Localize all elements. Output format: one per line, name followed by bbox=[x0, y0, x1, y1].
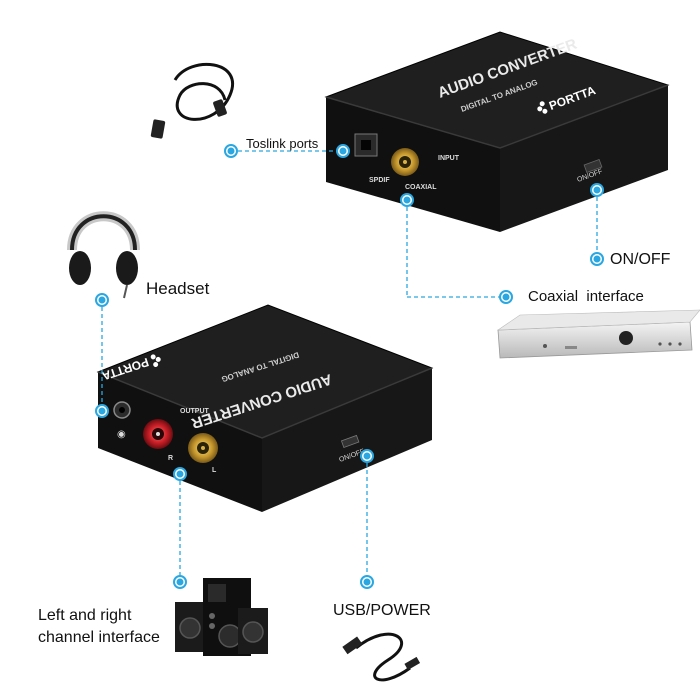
label-input: INPUT bbox=[438, 155, 460, 162]
amplifier-icon bbox=[496, 309, 700, 359]
callout-on-off: ON/OFF bbox=[610, 251, 671, 268]
power-switch bbox=[583, 158, 603, 174]
usb-port bbox=[340, 434, 360, 449]
label-l: L bbox=[212, 467, 217, 474]
callout-markers bbox=[95, 144, 604, 589]
headset-icon bbox=[67, 211, 140, 299]
label-spdif: SPDIF bbox=[369, 177, 390, 184]
usb-cable-icon bbox=[342, 632, 421, 682]
label-r: R bbox=[168, 455, 173, 462]
label-output: OUTPUT bbox=[180, 408, 210, 415]
speaker-system-icon bbox=[175, 578, 268, 656]
label-coaxial: COAXIAL bbox=[405, 184, 437, 191]
callout-left-right-line2: channel interface bbox=[38, 629, 160, 646]
device-bottom: AUDIO CONVERTER DIGITAL TO ANALOG PORTTA… bbox=[96, 304, 434, 512]
callout-toslink-ports: Toslink ports bbox=[246, 136, 319, 151]
callout-coaxial-interface: Coaxial interface bbox=[528, 288, 644, 305]
callout-left-right-line1: Left and right bbox=[38, 607, 132, 624]
callout-headset: Headset bbox=[146, 279, 210, 298]
toslink-cable-icon bbox=[150, 62, 234, 139]
headphone-glyph: ◉ bbox=[117, 429, 126, 440]
callout-lines bbox=[101, 150, 598, 582]
device-top: AUDIO CONVERTER DIGITAL TO ANALOG PORTTA… bbox=[324, 31, 670, 232]
callout-usb-power: USB/POWER bbox=[333, 602, 431, 619]
